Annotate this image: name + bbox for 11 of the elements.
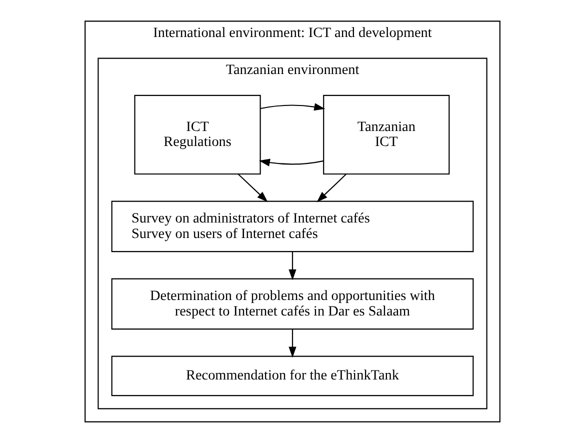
node-box: Tanzanian ICT	[323, 94, 450, 175]
arrow	[260, 103, 326, 111]
arrow	[288, 252, 296, 280]
arrow	[316, 174, 346, 202]
node-box: ICT Regulations	[134, 94, 261, 175]
node-box: Recommendation for the eThinkTank	[111, 356, 474, 396]
arrow	[258, 158, 324, 166]
node-box: Survey on administrators of Internet cafés Survey on users of Internet cafés	[111, 200, 474, 252]
arrow	[238, 174, 268, 202]
arrow	[288, 329, 296, 358]
node-box: Determination of problems and opportunities with respect to Internet cafés in Dar es Salaam	[111, 278, 474, 330]
